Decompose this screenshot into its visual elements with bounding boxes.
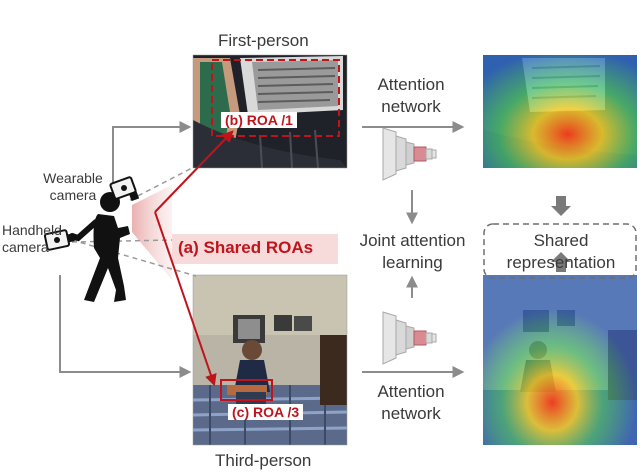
red-arrow-to-roa3 <box>154 211 217 387</box>
roa-3-box <box>220 379 273 401</box>
arrow-heatmap-top-to-shared <box>551 196 571 216</box>
arrow-heatmap-bottom-to-shared <box>551 252 571 272</box>
network-icon-bottom <box>382 311 437 365</box>
arrow-to-first-person <box>112 121 192 185</box>
attention-network-top-label: Attention network <box>377 75 445 116</box>
roa-3-label: (c) ROA /3 <box>228 404 304 420</box>
third-person-image <box>192 274 348 446</box>
network-icon-top <box>382 127 437 181</box>
wearable-camera-icon <box>109 176 140 202</box>
roa-1-dashed-box <box>211 59 340 137</box>
red-arrow-to-roa1 <box>154 130 234 213</box>
shared-roas-label: (a) Shared ROAs <box>178 238 314 257</box>
attention-network-bottom-label: Attention network <box>377 382 445 423</box>
person-silhouette <box>69 192 130 302</box>
wearable-gaze-line <box>129 167 193 201</box>
shared-representation-box <box>483 223 637 279</box>
handheld-camera-icon <box>43 229 75 251</box>
joint-attention-learning-label: Joint attention learning <box>359 231 466 272</box>
shared-representation-label: Shared representation <box>506 231 616 272</box>
handheld-gaze-line-2 <box>71 239 173 243</box>
handheld-camera-label: Handheld camera <box>2 222 62 255</box>
wearable-camera-label: Wearable camera <box>43 170 103 203</box>
arrow-to-third-person <box>59 275 192 378</box>
third-person-label: Third-person <box>215 451 312 470</box>
third-person-attention-map <box>483 275 637 445</box>
first-person-label: First-person <box>218 31 309 50</box>
first-person-attention-map <box>483 55 637 168</box>
shared-roas-highlight <box>172 234 338 264</box>
shared-roa-beam <box>132 185 172 280</box>
roa-1-label: (b) ROA /1 <box>221 112 297 128</box>
handheld-gaze-line-1 <box>71 239 197 277</box>
